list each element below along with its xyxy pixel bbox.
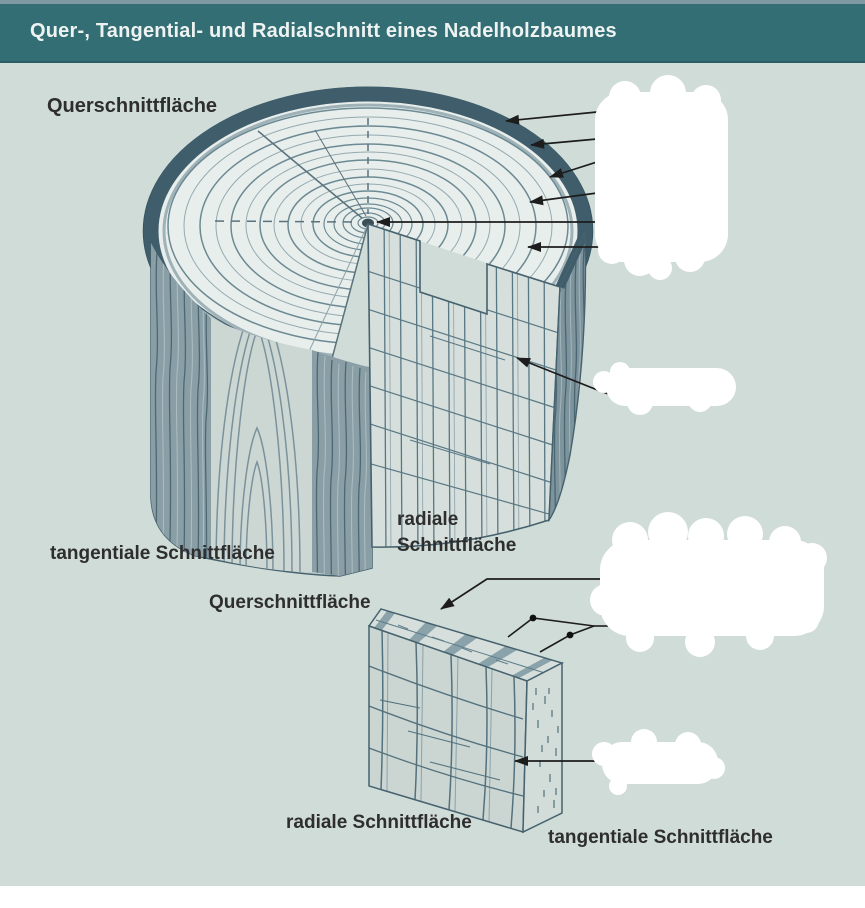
trunk-illustration [142, 86, 594, 577]
label-querschnittflaeche-block: Querschnittfläche [209, 592, 371, 613]
radial-face-ray-lines [368, 269, 560, 517]
callout-dot [529, 614, 537, 622]
bark-strip-right [312, 350, 372, 576]
block-right-face [522, 661, 563, 834]
erased-patch-block-top [590, 512, 827, 657]
tangential-face-window [211, 318, 312, 572]
trunk-front-surface [150, 242, 373, 577]
erased-patch-top [595, 75, 728, 280]
label-radiale-line2: Schnittfläche [397, 535, 517, 556]
callout-arrow-block-top [440, 578, 612, 610]
label-querschnittflaeche-top: Querschnittfläche [47, 95, 218, 117]
label-radiale-schnittflaeche-top: radiale Schnittfläche [397, 507, 516, 559]
label-radiale-schnittflaeche-block: radiale Schnittfläche [286, 812, 472, 833]
ray-lines [214, 118, 369, 223]
label-radiale-line1: radiale [397, 509, 459, 530]
callout-bracket-block-edge [507, 617, 608, 653]
block-top-ring-bands [374, 611, 553, 678]
callout-dot [566, 631, 574, 639]
header-bar: Quer-, Tangential- und Radialschnitt ein… [0, 0, 865, 63]
label-tangentiale-schnittflaeche-block: tangentiale Schnittfläche [548, 827, 773, 848]
erased-label-patches [590, 75, 827, 795]
page-title: Quer-, Tangential- und Radialschnitt ein… [30, 20, 617, 42]
header-top-strip [0, 0, 865, 4]
erased-patch-block-front [592, 729, 725, 795]
label-tangentiale-schnittflaeche-top: tangentiale Schnittfläche [50, 543, 275, 564]
wood-block-illustration [367, 608, 565, 834]
bark-side-right [548, 230, 590, 523]
erased-patch-middle [593, 362, 736, 415]
block-front-face [368, 624, 528, 833]
